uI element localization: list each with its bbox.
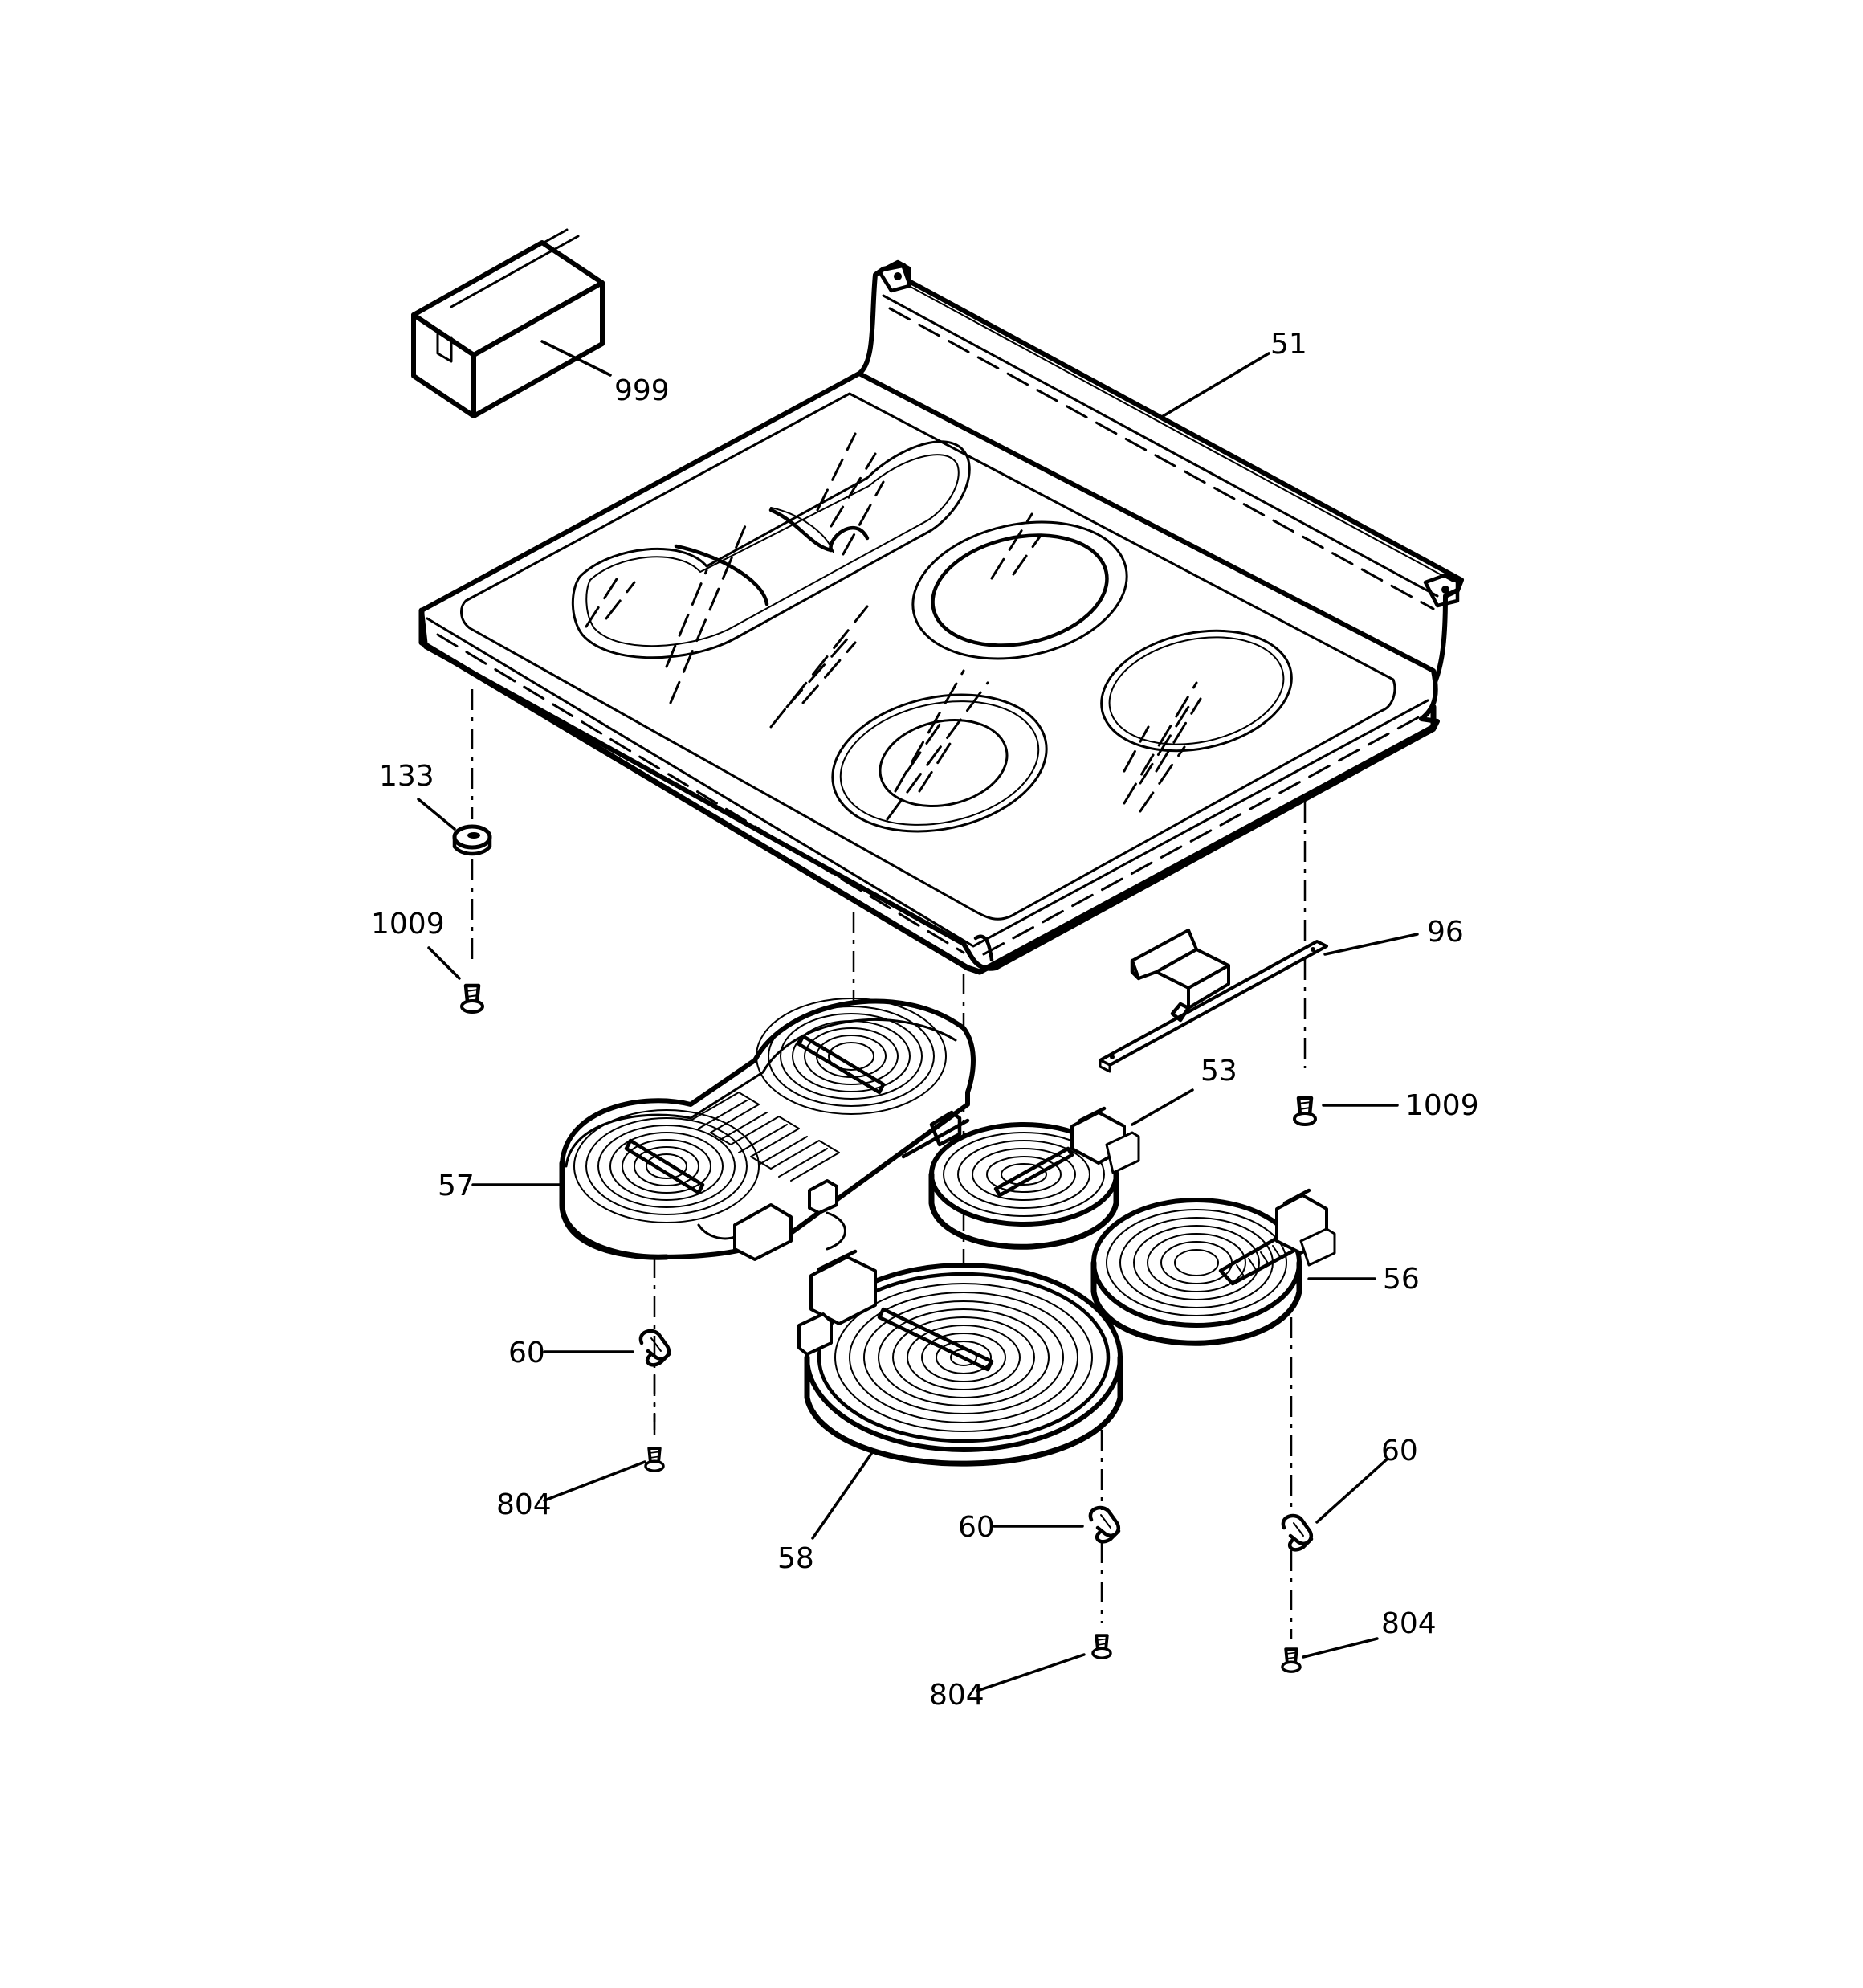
element-53	[928, 1106, 1140, 1250]
callout-53: 53	[1201, 1055, 1237, 1088]
small-burner-zone	[1100, 629, 1293, 813]
screw-804-center	[1090, 1634, 1113, 1660]
callout-1009-left: 1009	[371, 908, 445, 941]
callout-56: 56	[1383, 1263, 1420, 1296]
coil-left	[573, 1109, 760, 1223]
callout-804-right: 804	[1381, 1607, 1437, 1640]
nut-133	[452, 824, 492, 856]
callout-999: 999	[614, 374, 670, 407]
bracket-96	[1099, 929, 1328, 1073]
callout-96: 96	[1427, 916, 1464, 949]
callout-133: 133	[379, 760, 434, 793]
screw-1009-left	[462, 986, 483, 1012]
clip-60-right	[1283, 1516, 1311, 1549]
bridge-element-zone	[571, 432, 971, 729]
callout-804-left: 804	[496, 1488, 552, 1521]
callout-60-left: 60	[508, 1337, 545, 1370]
callout-57: 57	[438, 1170, 475, 1202]
callout-58: 58	[777, 1542, 814, 1575]
literature-box-999	[411, 228, 605, 418]
callout-60-right: 60	[1381, 1435, 1418, 1468]
leader-lines	[417, 340, 1419, 1692]
callout-labels: 999 51 133 1009 96 53 1009 57 56 60 60 6…	[371, 328, 1479, 1712]
clip-60-center	[1090, 1508, 1119, 1541]
cooktop-main-top-51	[418, 259, 1464, 975]
bridge-element-57	[559, 998, 976, 1261]
dual-burner-zone	[831, 669, 1048, 833]
screw-804-right	[1280, 1647, 1302, 1674]
hatched-burner-zone	[911, 512, 1128, 660]
callout-51: 51	[1270, 328, 1307, 361]
callout-1009-right: 1009	[1405, 1089, 1479, 1122]
element-56	[1090, 1188, 1336, 1346]
callout-804-center: 804	[929, 1679, 984, 1712]
dual-element-58	[797, 1249, 1123, 1467]
screw-804-left	[643, 1447, 666, 1473]
coil-right	[756, 998, 947, 1115]
callout-60-center: 60	[958, 1511, 995, 1544]
screw-1009-right	[1294, 1098, 1315, 1125]
bridge-coils	[690, 1092, 840, 1182]
